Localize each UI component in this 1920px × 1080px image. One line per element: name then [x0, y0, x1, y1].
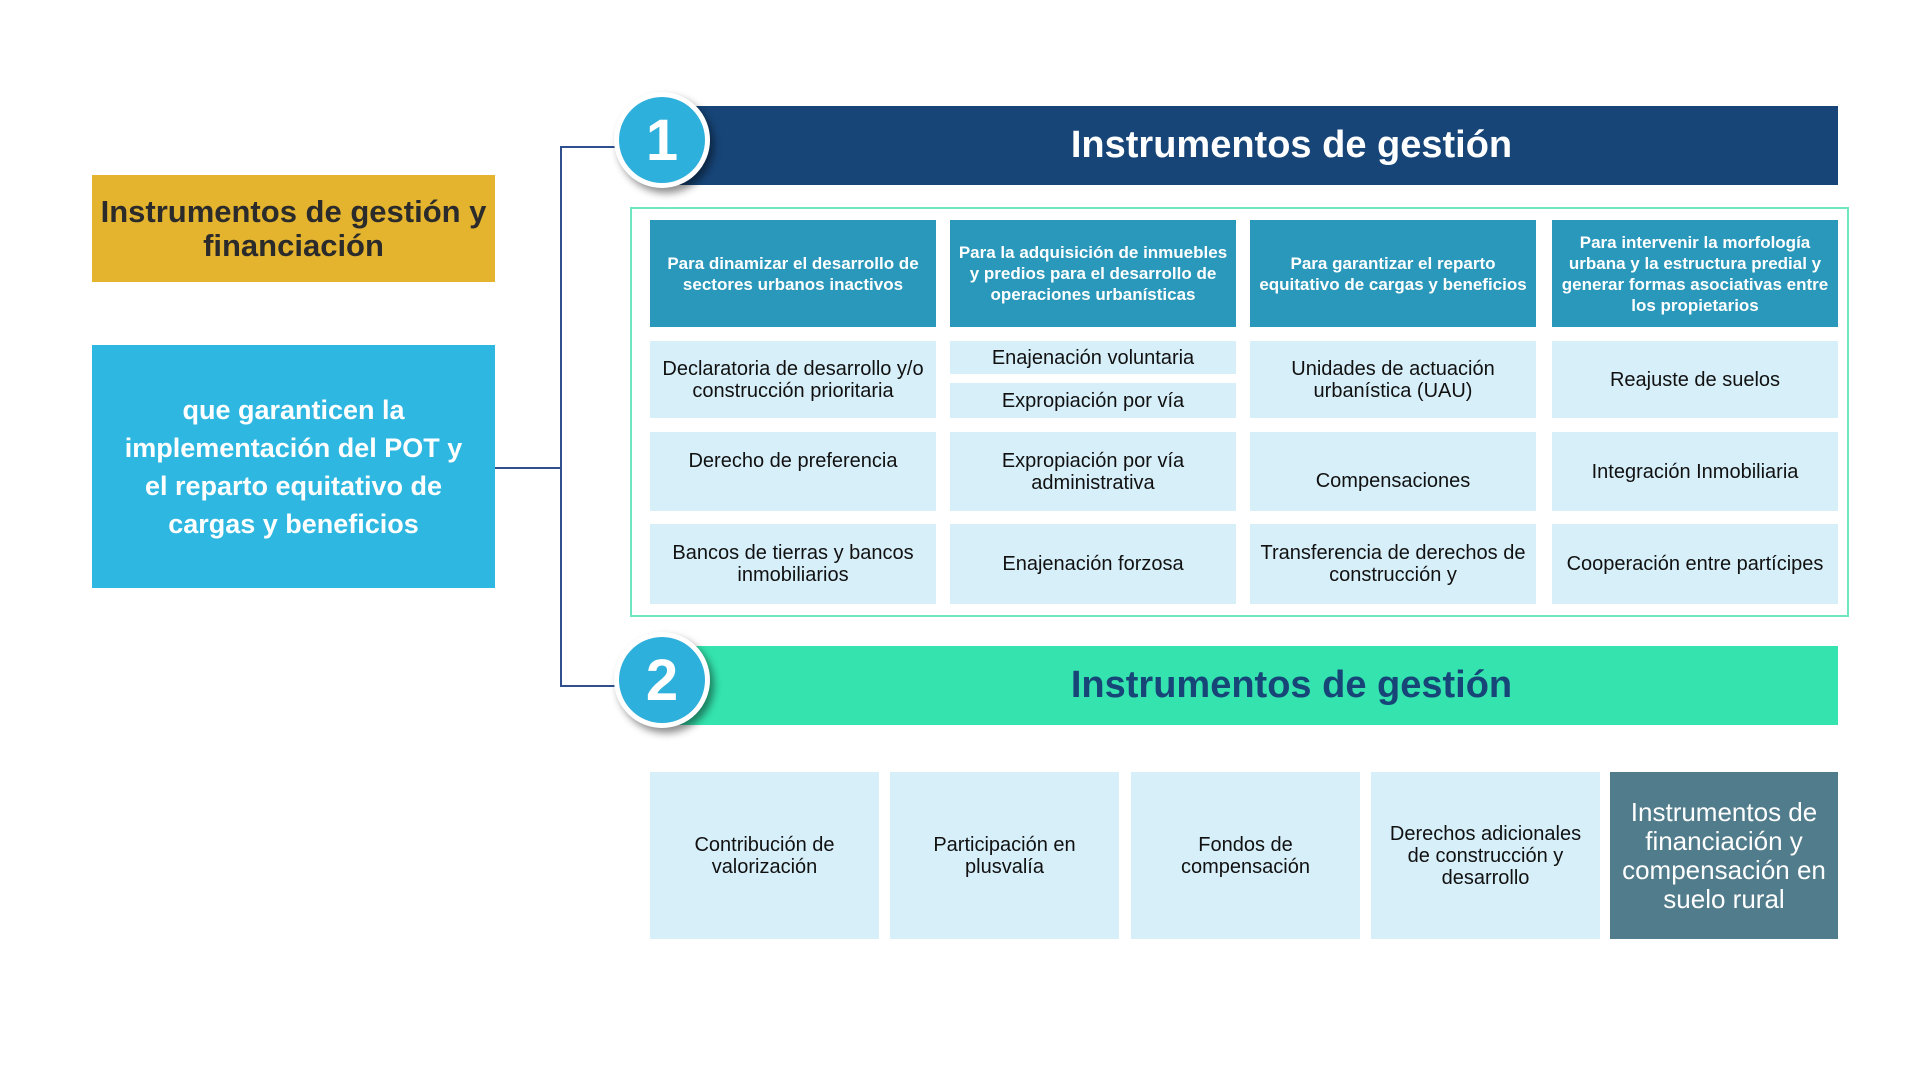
- instrument-cell: Integración Inmobiliaria: [1552, 432, 1838, 511]
- cell-text: Reajuste de suelos: [1609, 368, 1781, 391]
- connector-line: [560, 146, 562, 687]
- instrument-cell: Unidades de actuación urbanística (UAU): [1250, 341, 1536, 418]
- cell-text: Integración Inmobiliaria: [1591, 460, 1799, 483]
- connector-line: [495, 467, 562, 469]
- instrument-cell: Enajenación voluntaria: [950, 341, 1236, 374]
- subtitle: que garanticen la implementación del POT…: [124, 394, 463, 539]
- section2-number: 2: [645, 647, 679, 713]
- instrument-cell: Expropiación por vía administrativa: [950, 432, 1236, 511]
- cell-text: Expropiación por vía: [1001, 389, 1185, 412]
- header-text: Para dinamizar el desarrollo de sectores…: [667, 253, 919, 294]
- section1-frame: [630, 207, 1849, 617]
- instrument-cell: Derecho de preferencia: [650, 432, 936, 511]
- cell-text: Instrumentos de financiación y compensac…: [1622, 796, 1826, 914]
- section2-number-badge: 2: [614, 632, 710, 728]
- instrument-cell: Declaratoria de desarrollo y/o construcc…: [650, 341, 936, 418]
- cell-text: Enajenación forzosa: [1002, 553, 1184, 575]
- section2-title: Instrumentos de gestión: [1070, 664, 1513, 706]
- section1-title: Instrumentos de gestión: [1070, 124, 1513, 166]
- cell-text: Enajenación voluntaria: [991, 346, 1195, 369]
- cell-text: Bancos de tierras y bancos inmobiliarios: [672, 542, 914, 586]
- cell-text: Participación en plusvalía: [933, 833, 1076, 878]
- main-title: Instrumentos de gestión y financiación: [100, 193, 487, 263]
- cell-text: Cooperación entre partícipes: [1566, 553, 1824, 575]
- instrument-cell: Cooperación entre partícipes: [1552, 524, 1838, 604]
- section1-bar: Instrumentos de gestión: [665, 106, 1838, 185]
- instrument-cell: Bancos de tierras y bancos inmobiliarios: [650, 524, 936, 604]
- column-header: Para dinamizar el desarrollo de sectores…: [650, 220, 936, 327]
- column-header: Para garantizar el reparto equitativo de…: [1250, 220, 1536, 327]
- section2-bar: Instrumentos de gestión: [665, 646, 1838, 725]
- instrument-cell: Enajenación forzosa: [950, 524, 1236, 604]
- header-text: Para la adquisición de inmuebles y predi…: [958, 243, 1228, 304]
- financing-instrument: Derechos adicionales de construcción y d…: [1371, 772, 1600, 939]
- cell-text: Contribución de valorización: [694, 833, 835, 878]
- main-title-box: Instrumentos de gestión y financiación: [92, 175, 495, 282]
- cell-text: Compensaciones: [1315, 469, 1471, 492]
- instrument-cell: Transferencia de derechos de construcció…: [1250, 524, 1536, 604]
- section1-number-badge: 1: [614, 92, 710, 188]
- financing-instrument: Fondos de compensación: [1131, 772, 1360, 939]
- connector-line: [560, 146, 620, 148]
- connector-line: [560, 685, 620, 687]
- instrument-cell: Expropiación por vía: [950, 383, 1236, 418]
- financing-instrument: Participación en plusvalía: [890, 772, 1119, 939]
- section1-number: 1: [645, 107, 679, 173]
- cell-text: Derecho de preferencia: [688, 450, 898, 472]
- header-text: Para garantizar el reparto equitativo de…: [1259, 253, 1527, 294]
- instrument-cell: Reajuste de suelos: [1552, 341, 1838, 418]
- instrument-cell: Compensaciones: [1250, 432, 1536, 511]
- rural-financing-instrument: Instrumentos de financiación y compensac…: [1610, 772, 1838, 939]
- column-header: Para intervenir la morfología urbana y l…: [1552, 220, 1838, 327]
- header-text: Para intervenir la morfología urbana y l…: [1561, 232, 1829, 315]
- cell-text: Derechos adicionales de construcción y d…: [1389, 822, 1582, 889]
- cell-text: Transferencia de derechos de construcció…: [1260, 542, 1526, 586]
- cell-text: Declaratoria de desarrollo y/o construcc…: [662, 357, 924, 402]
- column-header: Para la adquisición de inmuebles y predi…: [950, 220, 1236, 327]
- cell-text: Fondos de compensación: [1181, 833, 1310, 878]
- cell-text: Unidades de actuación urbanística (UAU): [1291, 357, 1495, 402]
- financing-instrument: Contribución de valorización: [650, 772, 879, 939]
- cell-text: Expropiación por vía administrativa: [1001, 450, 1185, 494]
- subtitle-box: que garanticen la implementación del POT…: [92, 345, 495, 588]
